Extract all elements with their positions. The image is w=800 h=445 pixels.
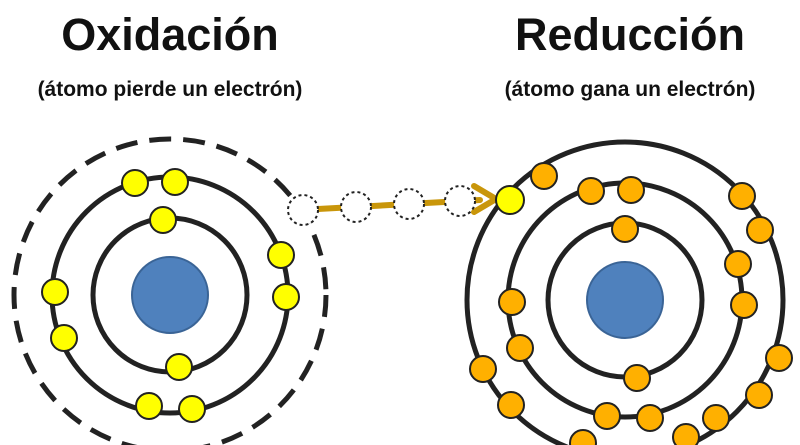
oxidation-subtitle: (átomo pierde un electrón) [37, 78, 303, 101]
electron [469, 355, 497, 383]
electron [497, 391, 525, 419]
electron-transfer-arrow [287, 183, 499, 226]
electron [135, 392, 163, 420]
electron [593, 402, 621, 430]
electron [577, 177, 605, 205]
electron [623, 364, 651, 392]
outer-shell [464, 139, 786, 445]
electron-path-marker [393, 188, 425, 220]
reduction-atom [464, 139, 793, 445]
electron [50, 324, 78, 352]
electron [636, 404, 664, 432]
electron-path-marker [340, 191, 372, 223]
electron [121, 169, 149, 197]
electron [178, 395, 206, 423]
electron [617, 176, 645, 204]
electron-path-marker [287, 194, 319, 226]
electron [724, 250, 752, 278]
electron [506, 334, 534, 362]
reduction-title: Reducción [514, 9, 746, 60]
transferred-electron [495, 185, 525, 215]
electron-path-marker [444, 185, 476, 217]
oxidation-title: Oxidación [61, 9, 279, 60]
oxidation-atom [11, 136, 329, 445]
electron [165, 353, 193, 381]
electron [530, 162, 558, 190]
electron [746, 216, 774, 244]
reduction-subtitle: (átomo gana un electrón) [504, 78, 756, 101]
electron [267, 241, 295, 269]
nucleus [586, 261, 664, 339]
electron [161, 168, 189, 196]
nucleus [131, 256, 209, 334]
electron [149, 206, 177, 234]
electron [745, 381, 773, 409]
electron [765, 344, 793, 372]
electron [498, 288, 526, 316]
electron [611, 215, 639, 243]
electron [702, 404, 730, 432]
lost-electron-shell-dashed [11, 136, 329, 445]
electron [728, 182, 756, 210]
electron [730, 291, 758, 319]
electron [41, 278, 69, 306]
electron [672, 423, 700, 445]
electron [569, 429, 597, 445]
electron [272, 283, 300, 311]
